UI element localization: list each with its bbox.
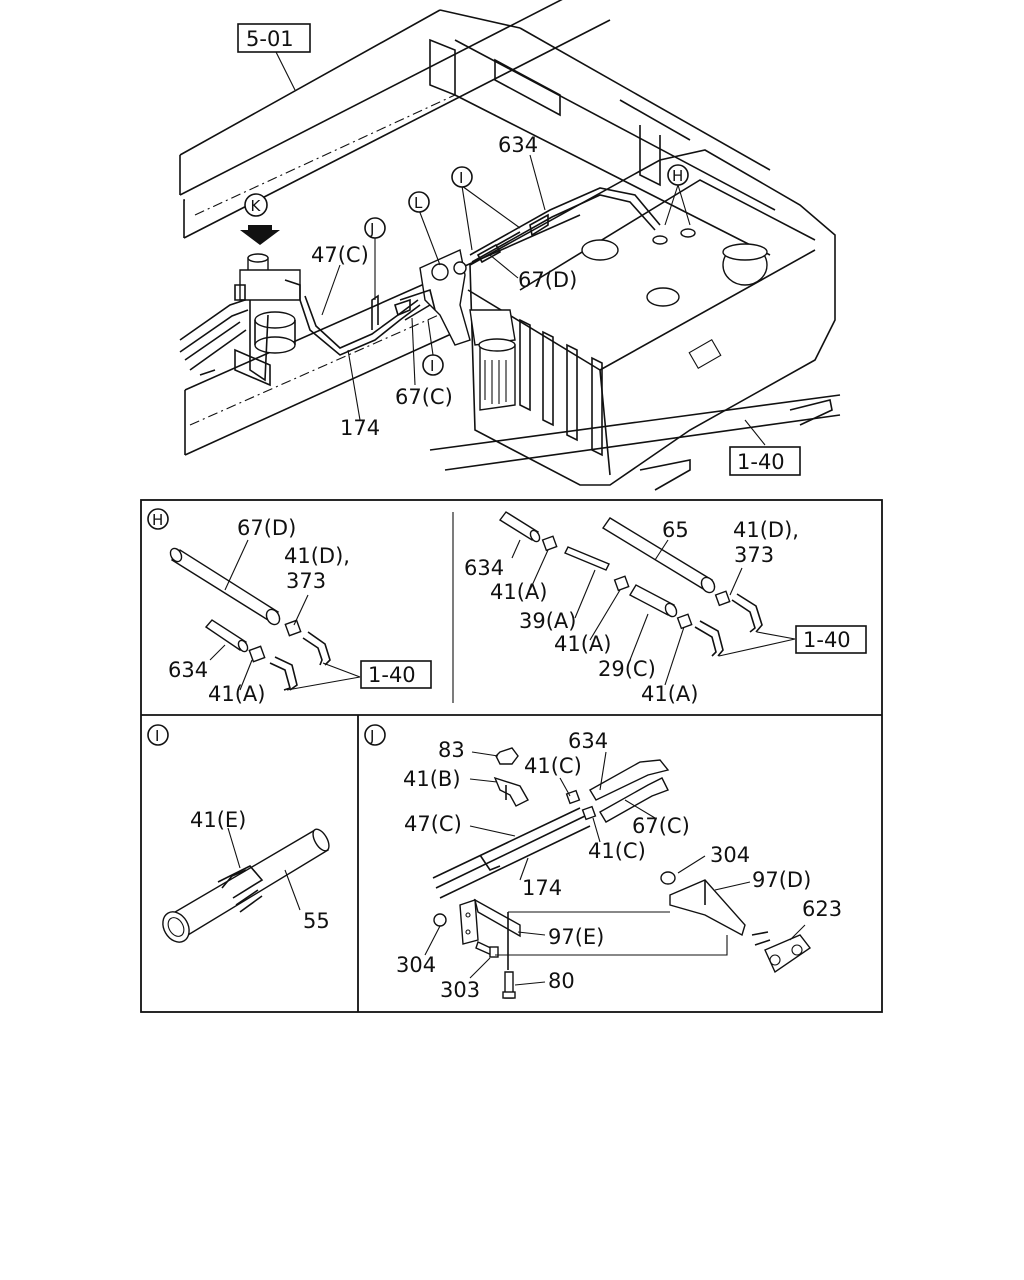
ref-box-1-40 xyxy=(729,446,801,476)
clamps-left xyxy=(248,619,302,663)
label-67c: 67(C) xyxy=(395,385,453,409)
panel-H-right-label-373: 373 xyxy=(734,543,774,567)
panel-J-label-623: 623 xyxy=(802,897,842,921)
ref-label-5-01: 5-01 xyxy=(246,27,294,51)
view-circle-I xyxy=(451,166,473,188)
panel-I-circle xyxy=(147,724,169,746)
panel-H-right-label-41a-2: 41(A) xyxy=(554,632,611,656)
panel-H-label-373: 373 xyxy=(286,569,326,593)
parts-H-right xyxy=(498,511,763,657)
panel-I: I 41(E) 55 xyxy=(147,724,330,943)
frame-rail xyxy=(179,0,841,471)
panel-J-label-47c: 47(C) xyxy=(404,812,462,836)
panel-I-label-41e: 41(E) xyxy=(190,808,246,832)
panel-J-label-304-lower: 304 xyxy=(396,953,436,977)
ref-box-5-01 xyxy=(237,23,311,53)
panel-I-label: I xyxy=(155,727,159,745)
panel-J-label-83: 83 xyxy=(438,738,465,762)
leaders-J xyxy=(424,751,806,986)
panel-J: J xyxy=(364,724,842,1002)
overview-illustration: 5-01 K 47(C) J L I 634 H 67(D) I 67(C) 1… xyxy=(179,0,841,491)
panel-H-ref-1-40: 1-40 xyxy=(368,663,416,687)
panel-H-right-ref-1-40: 1-40 xyxy=(803,628,851,652)
view-circle-K xyxy=(244,193,268,217)
panel-J-label-80: 80 xyxy=(548,969,575,993)
view-circle-H xyxy=(667,164,689,186)
panel-H: H 67(D) 41(D), 373 xyxy=(147,508,867,706)
panel-J-label-174: 174 xyxy=(522,876,562,900)
panel-I-label-55: 55 xyxy=(303,909,330,933)
pipe-55 xyxy=(162,828,330,943)
panel-J-label-41b: 41(B) xyxy=(403,767,461,791)
panel-J-label-67c: 67(C) xyxy=(632,814,690,838)
panel-J-label-97e: 97(E) xyxy=(548,925,604,949)
label-47c: 47(C) xyxy=(311,243,369,267)
view-label-L: L xyxy=(414,194,423,212)
panel-J-circle xyxy=(364,724,386,746)
panel-J-label-303: 303 xyxy=(440,978,480,1002)
right-filter-assembly xyxy=(394,243,516,411)
panel-J-label-41c-2: 41(C) xyxy=(588,839,646,863)
view-circle-I-lower xyxy=(422,354,444,376)
panel-J-label-634: 634 xyxy=(568,729,608,753)
panel-H-label-41a: 41(A) xyxy=(208,682,265,706)
panel-H-right-label-65: 65 xyxy=(662,518,689,542)
view-label-I: I xyxy=(459,169,463,187)
parts-J xyxy=(432,747,812,999)
fuel-lines xyxy=(299,187,661,356)
pipe-634-left xyxy=(204,619,249,653)
panel-J-label-97d: 97(D) xyxy=(752,868,811,892)
view-circle-L xyxy=(408,191,430,213)
ref-label-1-40: 1-40 xyxy=(737,450,785,474)
label-67d: 67(D) xyxy=(518,268,577,292)
panel-J-label-41c-1: 41(C) xyxy=(524,754,582,778)
view-label-K: K xyxy=(251,197,262,215)
label-174: 174 xyxy=(340,416,380,440)
leader-55 xyxy=(284,869,301,911)
panel-H-right-label-29c: 29(C) xyxy=(598,657,656,681)
view-label-I-lower: I xyxy=(430,357,434,375)
panel-H-ref-box-1-40 xyxy=(360,660,432,689)
panel-H-right-label-634: 634 xyxy=(464,556,504,580)
panel-J-label-304-top: 304 xyxy=(710,843,750,867)
view-label-J: J xyxy=(369,220,374,238)
hoses-left xyxy=(269,631,331,691)
panel-H-circle xyxy=(147,508,169,530)
label-634: 634 xyxy=(498,133,538,157)
fuel-tank xyxy=(467,149,836,491)
panel-H-label-67d: 67(D) xyxy=(237,516,296,540)
panel-H-label: H xyxy=(152,511,163,529)
leaders-H-right xyxy=(511,539,796,686)
view-circle-J xyxy=(364,217,386,239)
panel-H-right-label-41d: 41(D), xyxy=(733,518,799,542)
left-filter-assembly xyxy=(179,231,301,387)
view-arrow-K xyxy=(240,225,280,245)
leaders-H-left xyxy=(209,539,361,691)
panel-J-label: J xyxy=(369,727,374,745)
panel-H-right-label-41a-3: 41(A) xyxy=(641,682,698,706)
pipe-67d xyxy=(169,547,281,626)
clamp-41e xyxy=(217,865,264,913)
detail-panels-frame xyxy=(140,499,883,1013)
view-label-H: H xyxy=(672,167,683,185)
panel-H-right-label-39a: 39(A) xyxy=(519,609,576,633)
panel-H-label-634: 634 xyxy=(168,658,208,682)
panel-H-label-41d: 41(D), xyxy=(284,544,350,568)
leader-41e xyxy=(227,827,241,869)
panel-H-right-label-41a-1: 41(A) xyxy=(490,580,547,604)
panel-H-right-ref-box-1-40 xyxy=(795,625,867,654)
overview-leaders xyxy=(274,49,766,446)
